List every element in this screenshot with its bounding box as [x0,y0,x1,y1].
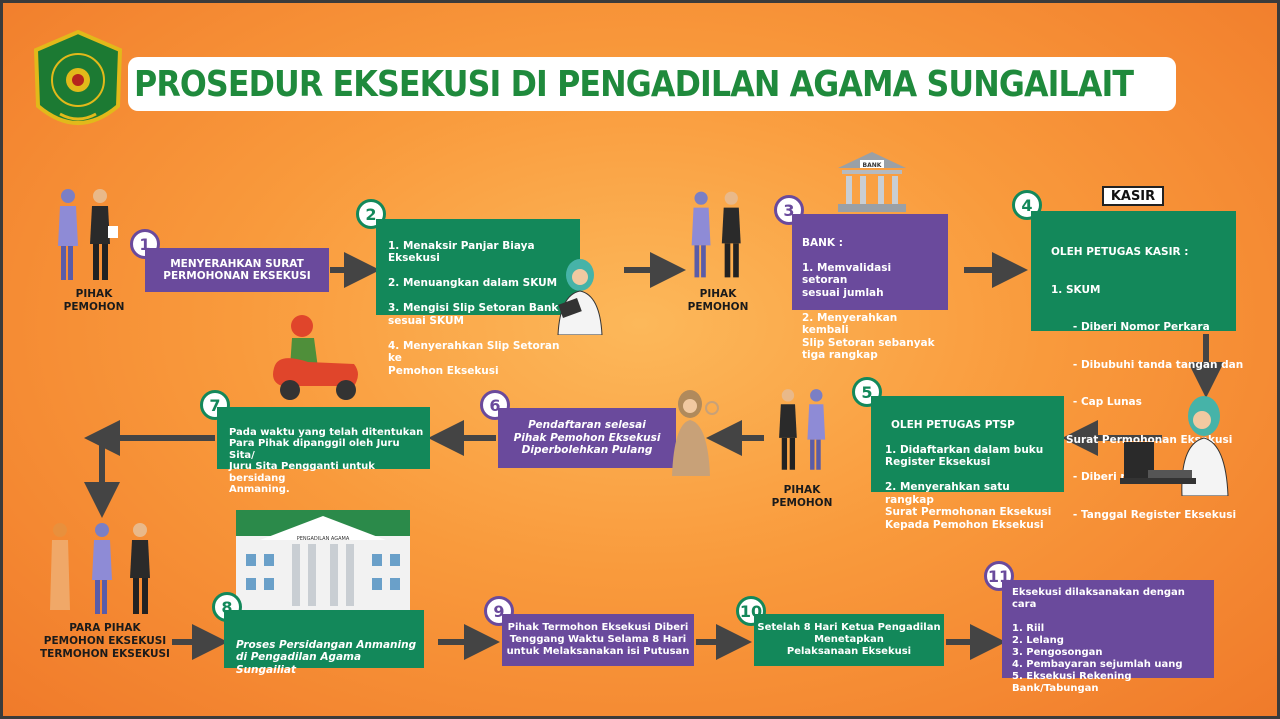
court-building-illustration: PENGADILAN AGAMA [236,510,410,610]
step-11-box: Eksekusi dilaksanakan dengan cara 1. Rii… [1002,580,1214,694]
step-4-item: - Dibubuhi tanda tangan dan [1051,358,1244,371]
step-6-box: Pendaftaran selesai Pihak Pemohon Ekseku… [498,408,676,468]
step-4-box: OLEH PETUGAS KASIR : 1. SKUM - Diberi No… [1031,211,1243,521]
step-2-item: 2. Menuangkan dalam SKUM [388,277,558,289]
step-1-box: MENYERAHKAN SURAT PERMOHONAN EKSEKUSI [145,248,329,292]
title-bar: PROSEDUR EKSEKUSI DI PENGADILAN AGAMA SU… [128,57,1176,111]
woman-computer-illustration [1120,396,1229,496]
step-4-item: - Cap Lunas [1051,396,1142,408]
step-2-item: 4. Menyerahkan Slip Setoran ke Pemohon E… [388,339,560,377]
pemohon-people-2 [691,191,741,278]
woman-waving-illustration [672,390,719,476]
step-5-item: 1. Didaftarkan dalam buku Register Eksek… [885,443,1044,469]
step-10-text: Setelah 8 Hari Ketua Pengadilan Menetapk… [757,622,941,657]
step-5-item: 2. Menyerahkan satu rangkap Surat Permoh… [885,481,1052,531]
building-sign-text: PENGADILAN AGAMA [297,536,350,542]
step-3-heading: BANK : [802,236,843,249]
woman-phone-illustration [557,259,603,335]
step-11-item: 3. Pengosongan [1012,647,1103,658]
step-11-number: 11 [984,561,1014,591]
step-8-text: Proses Persidangan Anmaning di Pengadila… [236,638,417,676]
para-pihak-label: PARA PIHAK PEMOHON EKSEKUSI TERMOHON EKS… [40,622,170,660]
step-11-item: 2. Lelang [1012,635,1064,646]
pihak-pemohon-label-3: PIHAK PEMOHON [771,484,833,509]
step-10-box: Setelah 8 Hari Ketua Pengadilan Menetapk… [754,614,944,666]
step-4-item: - Diberi Nomor Perkara [1051,321,1210,333]
step-3-item: 2. Menyerahkan kembali Slip Setoran seba… [802,311,935,362]
step-2-box: 1. Menaksir Panjar Biaya Eksekusi 2. Men… [376,219,580,377]
pemohon-people-3 [779,389,826,470]
step-9-box: Pihak Termohon Eksekusi Diberi Tenggang … [502,614,694,666]
step-11-item: 4. Pembayaran sejumlah uang [1012,659,1183,670]
step-2-item: 3. Mengisi Slip Setoran Bank sesuai SKUM [388,302,559,327]
step-11-item: 1. Riil [1012,623,1045,634]
step-11-heading: Eksekusi dilaksanakan dengan cara [1012,587,1185,610]
step-6-text: Pendaftaran selesai Pihak Pemohon Ekseku… [513,419,661,457]
step-3-item: 1. Memvalidasi setoran sesuai jumlah [802,261,892,299]
step-8-box: Proses Persidangan Anmaning di Pengadila… [224,610,424,676]
step-3-box: BANK : 1. Memvalidasi setoran sesuai jum… [792,214,948,361]
step-7-box: Pada waktu yang telah ditentukan Para Pi… [217,407,430,495]
step-4-item: 1. SKUM [1051,283,1101,296]
kasir-tag: KASIR [1102,186,1164,206]
step-2-item: 1. Menaksir Panjar Biaya Eksekusi [388,239,535,265]
step-9-text: Pihak Termohon Eksekusi Diberi Tenggang … [506,622,690,657]
step-5-box: OLEH PETUGAS PTSP 1. Didaftarkan dalam b… [871,396,1064,531]
courier-motorbike-illustration [273,315,358,400]
step-11-item: 5. Eksekusi Rekening Bank/Tabungan [1012,671,1132,694]
step-6-number: 6 [480,390,510,420]
step-5-heading: OLEH PETUGAS PTSP [891,418,1015,431]
pihak-pemohon-label-2: PIHAK PEMOHON [687,288,749,313]
step-4-heading: OLEH PETUGAS KASIR : [1051,246,1189,258]
step-1-text: MENYERAHKAN SURAT PERMOHONAN EKSEKUSI [163,257,311,283]
step-4-item: - Tanggal Register Eksekusi [1051,508,1237,521]
bank-building-icon: BANK [838,152,906,212]
para-pihak-people [50,523,150,614]
pemohon-people-1 [58,189,118,280]
bank-sign-text: BANK [863,162,882,169]
pihak-pemohon-label-1: PIHAK PEMOHON [63,288,125,313]
court-logo [33,29,123,125]
page-title: PROSEDUR EKSEKUSI DI PENGADILAN AGAMA SU… [134,63,1134,105]
step-7-text: Pada waktu yang telah ditentukan Para Pi… [229,426,424,496]
